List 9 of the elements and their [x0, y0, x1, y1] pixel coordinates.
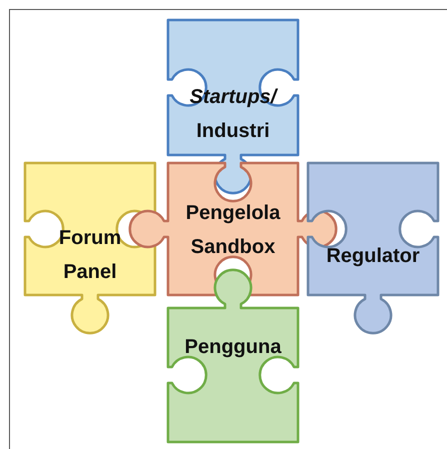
piece-label: Startups/ Industri — [188, 85, 279, 144]
piece-label: Regulator — [325, 244, 421, 269]
puzzle-piece — [25, 163, 155, 335]
piece-label: Forum Panel — [58, 226, 122, 285]
puzzle-piece — [168, 268, 298, 442]
piece-label: Pengelola Sandbox — [184, 201, 282, 260]
puzzle-piece — [168, 20, 298, 195]
puzzle-piece — [308, 163, 438, 335]
piece-label: Pengguna — [184, 335, 282, 360]
